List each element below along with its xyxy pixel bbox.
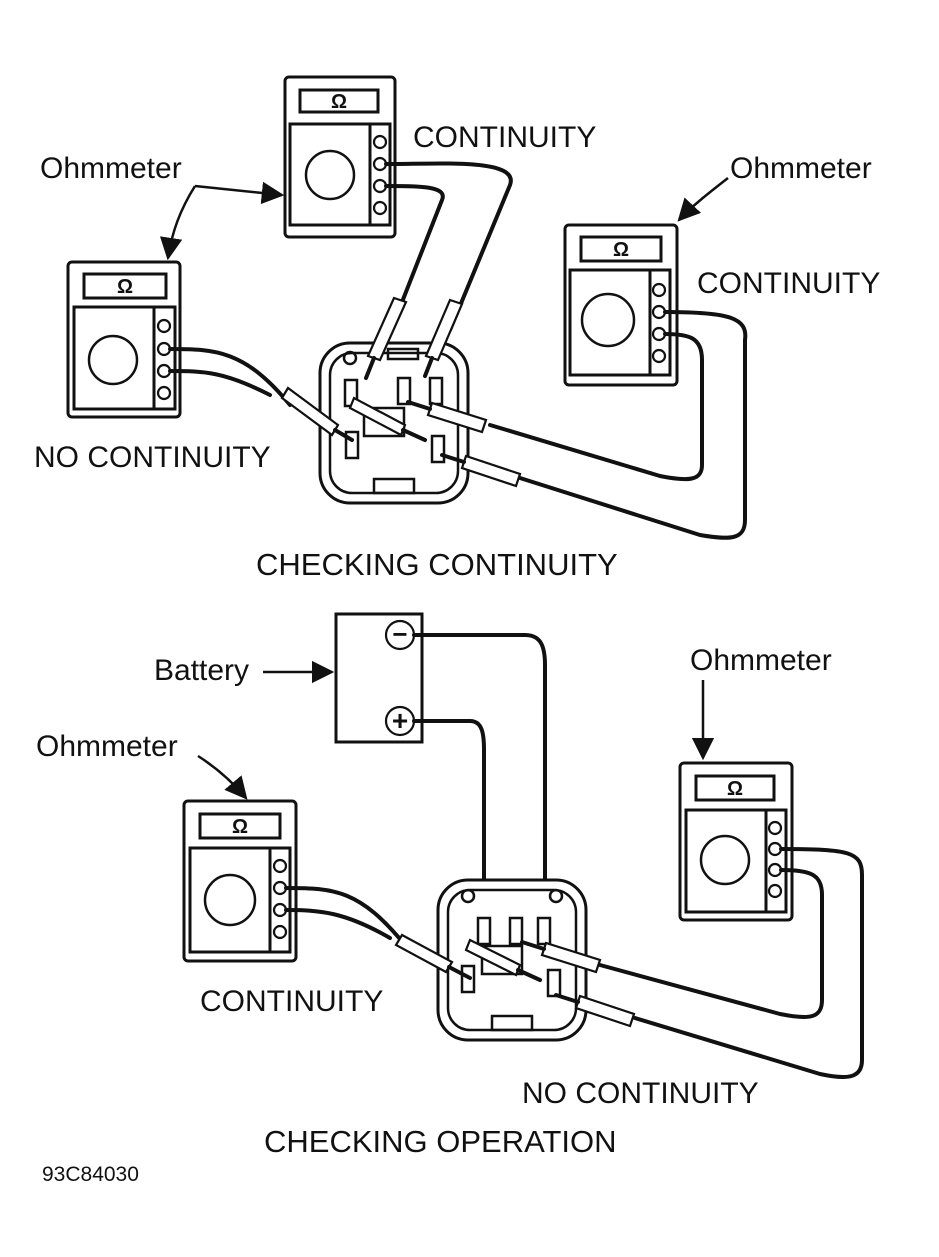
probe-bottom-left-a <box>394 933 472 980</box>
battery-lead-positive <box>412 719 486 942</box>
arrow-ohmmeter-left-to-left <box>159 185 197 261</box>
lead-bottom-right-b <box>598 868 824 1019</box>
ohm-symbol: Ω <box>331 91 347 113</box>
probe-top-a <box>423 298 464 378</box>
lead-top-b <box>384 184 445 322</box>
lead-top-a <box>384 161 513 332</box>
arrow-ohmmeter-bottom-left <box>197 754 248 800</box>
plus-symbol: + <box>392 705 408 736</box>
ohmmeter-left: Ω <box>66 260 182 419</box>
label-battery: Battery <box>154 654 249 687</box>
battery-lead-negative <box>412 633 547 942</box>
probe-bottom-right-b <box>520 940 602 974</box>
probe-bottom-left-b <box>464 938 542 982</box>
arrow-ohmmeter-right <box>677 177 729 222</box>
ohmmeter-bottom-left: Ω <box>182 799 298 963</box>
probe-right-a <box>440 453 522 488</box>
label-continuity-bottom: CONTINUITY <box>200 985 383 1018</box>
label-no-continuity-top: NO CONTINUITY <box>34 441 271 474</box>
ohmmeter-top: Ω <box>283 75 397 239</box>
ohm-symbol: Ω <box>613 239 629 261</box>
label-continuity-top: CONTINUITY <box>413 121 596 154</box>
ohm-symbol: Ω <box>232 816 248 838</box>
battery: − + <box>334 612 424 744</box>
probe-top-b <box>364 296 408 380</box>
minus-symbol: − <box>392 619 407 649</box>
ohmmeter-bottom-right: Ω <box>678 761 794 922</box>
label-ohmmeter-bottom-left: Ohmmeter <box>36 730 178 763</box>
label-continuity-right: CONTINUITY <box>697 267 880 300</box>
probe-left-a <box>280 386 354 442</box>
label-ohmmeter-right: Ohmmeter <box>730 152 872 185</box>
lead-right-a <box>518 310 748 540</box>
lead-bottom-left-b <box>284 908 392 940</box>
lead-bottom-right-a <box>633 847 864 1079</box>
ohm-symbol: Ω <box>727 778 743 800</box>
probe-left-b <box>348 396 427 442</box>
caption-checking-operation: CHECKING OPERATION <box>264 1124 617 1159</box>
ohmmeter-right: Ω <box>563 223 679 387</box>
figure-code: 93C84030 <box>42 1163 139 1186</box>
probe-right-b <box>406 400 488 434</box>
probe-bottom-right-a <box>554 993 636 1028</box>
lead-left-a <box>168 347 292 407</box>
lead-right-b <box>488 332 704 482</box>
label-no-continuity-bottom: NO CONTINUITY <box>522 1077 759 1110</box>
caption-checking-continuity: CHECKING CONTINUITY <box>256 547 618 582</box>
lead-left-b <box>168 369 272 397</box>
ohm-symbol: Ω <box>117 276 133 298</box>
arrow-ohmmeter-left-to-top <box>194 181 285 205</box>
label-ohmmeter-bottom-right: Ohmmeter <box>690 644 832 677</box>
lead-bottom-left-a <box>284 886 407 947</box>
label-ohmmeter-left: Ohmmeter <box>40 152 182 185</box>
